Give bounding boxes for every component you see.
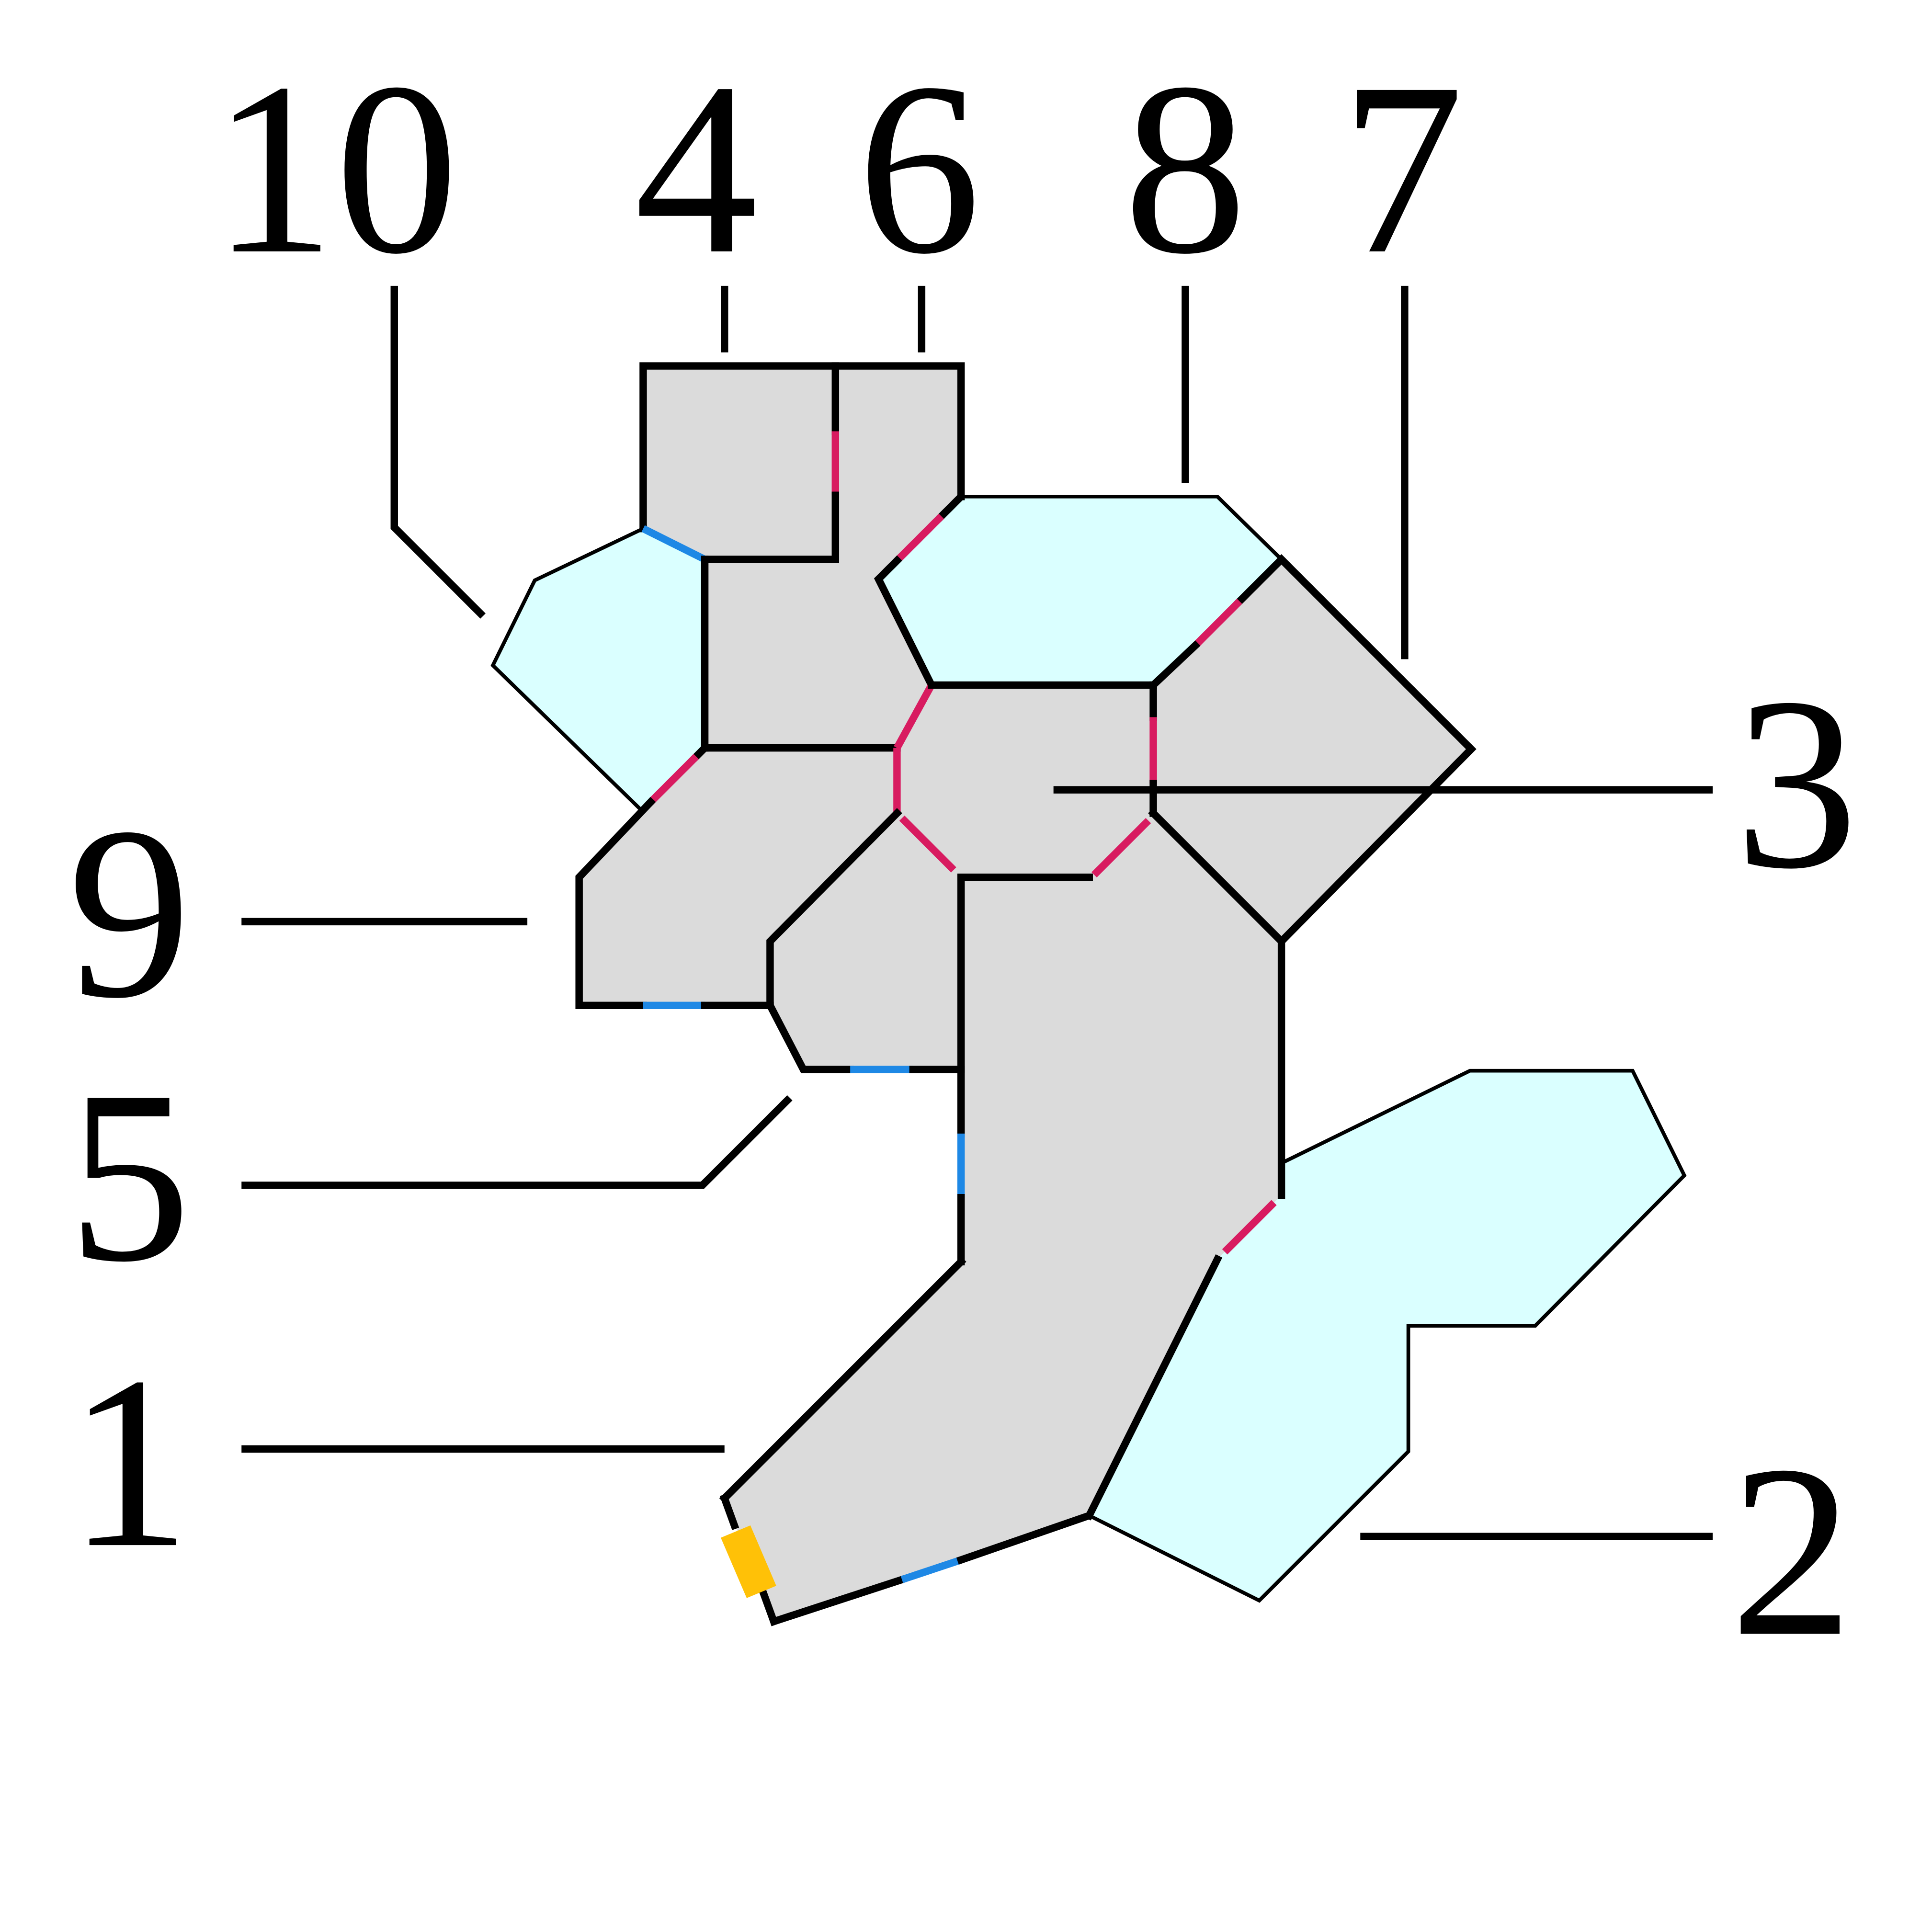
region-6: [705, 366, 961, 748]
region-4-6-top-edge: [639, 362, 965, 533]
edge-6-8-a: [936, 491, 966, 522]
edge-1-2-pink: [1222, 1200, 1277, 1255]
leader-5: [241, 1095, 793, 1189]
edge-6-8-b: [874, 555, 937, 690]
region-1: [724, 813, 1282, 1622]
edge-8-7-b: [1148, 640, 1201, 691]
label-7: 7: [1341, 32, 1464, 305]
region-4: [643, 366, 836, 560]
region-10-outer-edge: [490, 527, 644, 812]
edge-1-blue-bottom: [900, 1556, 963, 1583]
edge-9-10-a: [691, 742, 710, 762]
edge-6-3-pink: [894, 683, 935, 750]
region-9: [579, 748, 897, 1006]
edge-4-6-lower: [701, 491, 840, 563]
edge-1-2: [1084, 1254, 1223, 1521]
edge-8-7-a: [1234, 554, 1287, 607]
region-7-outer-edge: [1276, 554, 1477, 1199]
region-3: [897, 685, 1154, 877]
edge-4-10-blue: [641, 525, 707, 563]
edge-1-left-end: [719, 1493, 739, 1530]
edge-9-10-pink: [648, 754, 699, 805]
edge-3-5-pink: [899, 815, 956, 873]
label-3: 3: [1735, 647, 1858, 920]
region-10: [493, 528, 705, 811]
label-6: 6: [858, 32, 981, 305]
edge-6-8-pink: [894, 513, 944, 564]
edge-8-7-pink: [1193, 599, 1242, 648]
label-2: 2: [1730, 1414, 1853, 1687]
edge-1-left-diagonal: [719, 1256, 966, 1504]
edge-3-1-pink: [1091, 818, 1151, 878]
edge-1-bottom-a: [769, 1575, 907, 1626]
label-1: 1: [68, 1326, 191, 1599]
region-2-outer-edge: [1088, 1068, 1687, 1603]
region-2: [1089, 1070, 1684, 1601]
edge-9-5: [766, 808, 902, 1010]
label-10: 10: [212, 32, 459, 305]
region-7: [1153, 559, 1471, 942]
region-8-outer-edge: [961, 494, 1283, 561]
edge-1-bottom-corner: [759, 1590, 779, 1626]
label-8: 8: [1124, 32, 1247, 305]
leader-10: [390, 285, 486, 619]
edge-1-7: [1148, 808, 1287, 947]
region-5-outer-edge: [765, 1000, 854, 1073]
region-5: [770, 813, 961, 1070]
region-8: [878, 496, 1282, 685]
label-4: 4: [635, 32, 758, 305]
marker-yellow: [721, 1525, 776, 1598]
label-5: 5: [68, 1040, 191, 1313]
label-9: 9: [68, 776, 191, 1049]
region-9-outer-edge: [575, 796, 656, 1010]
edge-1-bottom-b: [956, 1511, 1094, 1565]
